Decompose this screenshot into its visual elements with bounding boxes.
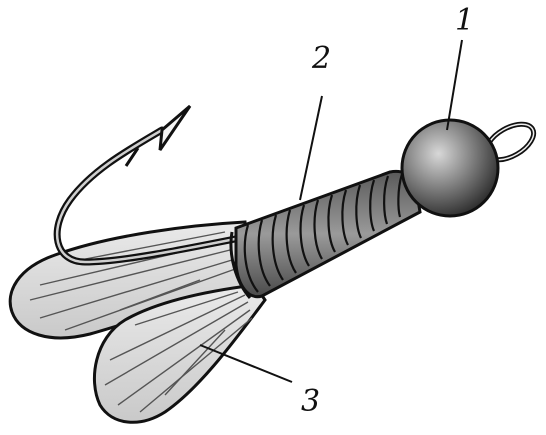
ball-head bbox=[402, 117, 540, 216]
leader-line-2 bbox=[300, 96, 322, 200]
callout-label-1: 1 bbox=[455, 6, 474, 36]
thread-wrapping bbox=[231, 171, 420, 298]
callout-label-2: 2 bbox=[312, 44, 331, 74]
leader-line-1 bbox=[447, 40, 462, 130]
callout-label-3: 3 bbox=[301, 387, 320, 417]
